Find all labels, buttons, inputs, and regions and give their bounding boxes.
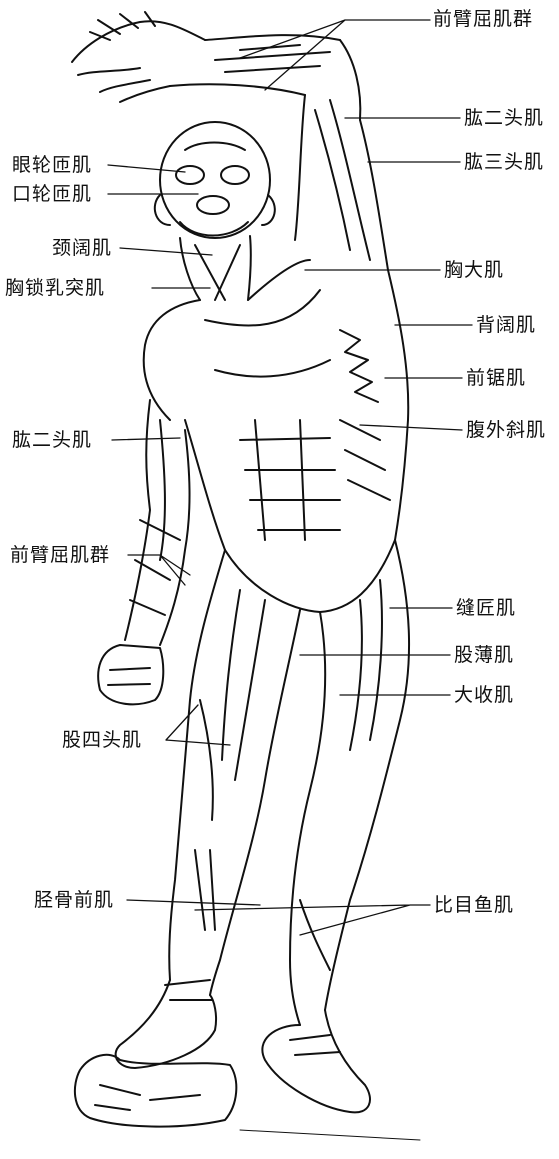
label-triceps: 肱三头肌 <box>464 151 544 173</box>
head <box>155 122 275 238</box>
label-soleus: 比目鱼肌 <box>434 894 514 916</box>
label-tibialis-anterior: 胫骨前肌 <box>34 889 114 911</box>
label-biceps-right: 肱二头肌 <box>464 107 544 129</box>
label-platysma: 颈阔肌 <box>52 237 112 259</box>
label-orbicularis-oris: 口轮匝肌 <box>12 183 92 205</box>
label-external-oblique: 腹外斜肌 <box>466 419 546 441</box>
neck <box>180 236 251 300</box>
legs <box>169 540 409 1025</box>
label-forearm-flexors-left: 前臂屈肌群 <box>10 544 110 566</box>
hanging-arm <box>98 400 189 704</box>
leader-lines <box>108 20 472 935</box>
label-pectoralis-major: 胸大肌 <box>444 259 504 281</box>
label-sternocleidomastoid: 胸锁乳突肌 <box>5 277 105 299</box>
label-serratus-anterior: 前锯肌 <box>466 367 526 389</box>
label-quadriceps: 股四头肌 <box>62 729 142 751</box>
label-latissimus-dorsi: 背阔肌 <box>476 314 536 336</box>
label-forearm-flexors-top: 前臂屈肌群 <box>433 8 533 30</box>
label-biceps-left: 肱二头肌 <box>12 429 92 451</box>
label-orbicularis-oculi: 眼轮匝肌 <box>12 154 92 176</box>
label-sartorius: 缝匠肌 <box>456 597 516 619</box>
label-adductor-magnus: 大收肌 <box>454 684 514 706</box>
raised-arm <box>72 12 388 270</box>
label-gracilis: 股薄肌 <box>454 644 514 666</box>
feet <box>75 980 420 1140</box>
